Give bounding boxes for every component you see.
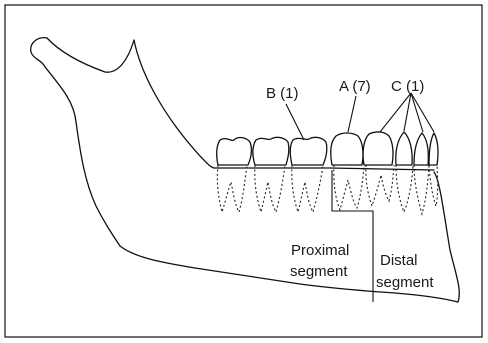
label-c: C (1)	[391, 78, 424, 95]
molar-1	[290, 137, 327, 165]
molar-3	[217, 138, 252, 165]
label-distal-line2: segment	[376, 274, 434, 291]
label-proximal-line2: segment	[290, 263, 348, 280]
premolar-1	[363, 132, 393, 165]
premolar-2	[331, 133, 363, 165]
label-a: A (7)	[339, 78, 371, 95]
label-distal-line1: Distal	[380, 252, 418, 269]
label-b: B (1)	[266, 85, 299, 102]
label-proximal-line1: Proximal	[291, 242, 349, 259]
molar-2	[253, 137, 289, 165]
